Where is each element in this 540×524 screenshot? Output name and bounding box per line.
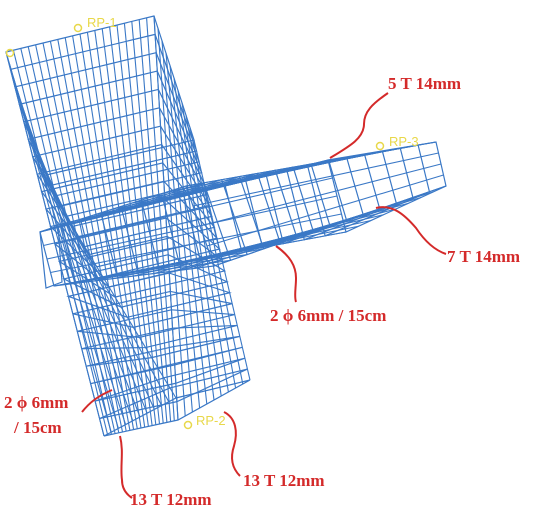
- leader-column-bars-left: [119, 435, 133, 499]
- leader-column-bars-right: [223, 411, 241, 477]
- leader-beam-bottom-bars: [375, 206, 447, 255]
- reference-point-rp2: RP-2: [183, 413, 226, 430]
- beam-stirrup: [80, 178, 248, 279]
- leader-beam-top-bars: [329, 92, 389, 159]
- reference-point-marker: [5, 48, 15, 58]
- column-rebar-cage: [5, 15, 251, 437]
- column-stirrup: [86, 335, 240, 367]
- column-stirrup: [62, 254, 229, 308]
- beam-stirrup: [162, 166, 315, 264]
- column-stirrup: [31, 125, 211, 238]
- beam-end-frame: [39, 225, 63, 289]
- reference-point-rp1: RP-1: [5, 15, 117, 58]
- reference-point-rp3: RP-3: [375, 134, 419, 151]
- column-stirrup: [90, 346, 243, 385]
- reference-point-label: RP-3: [389, 134, 419, 149]
- beam-stirrup: [121, 172, 282, 272]
- beam-stirrup: [59, 182, 232, 283]
- reference-point-marker: [375, 141, 385, 151]
- column-stirrup: [77, 309, 235, 339]
- leader-column-stirrups: [81, 389, 113, 413]
- column-stirrup: [66, 272, 232, 318]
- annotation-beam-stirrups: 2 ϕ 6mm / 15cm: [270, 306, 386, 325]
- column-stirrup: [27, 107, 208, 228]
- annotation-leaders: [81, 92, 447, 499]
- annotation-beam-bottom-bars: 7 T 14mm: [447, 247, 520, 266]
- column-stirrup: [81, 324, 238, 350]
- annotation-beam-top-bars: 5 T 14mm: [388, 74, 461, 93]
- reference-point-label: RP-2: [196, 413, 226, 428]
- leader-beam-stirrups: [275, 245, 298, 303]
- column-stirrup: [103, 379, 251, 437]
- beam-stirrup: [142, 169, 298, 268]
- annotation-column-bars-right: 13 T 12mm: [243, 471, 325, 490]
- beam-stirrup: [39, 185, 215, 287]
- beam-stirrup: [100, 175, 265, 276]
- beam-stirrup: [306, 144, 431, 237]
- reference-point-label: RP-1: [87, 15, 117, 30]
- reference-point-marker: [73, 23, 83, 33]
- annotation-column-stirrups-line2: / 15cm: [13, 418, 62, 437]
- beam-stirrup: [327, 141, 447, 233]
- column-stirrup: [99, 368, 248, 420]
- reference-point-marker: [183, 420, 193, 430]
- beam-rebar-cage: [39, 141, 447, 289]
- annotation-column-stirrups-line1: 2 ϕ 6mm: [4, 393, 68, 412]
- column-stirrup: [94, 357, 246, 402]
- annotation-column-bars-left: 13 T 12mm: [130, 490, 212, 509]
